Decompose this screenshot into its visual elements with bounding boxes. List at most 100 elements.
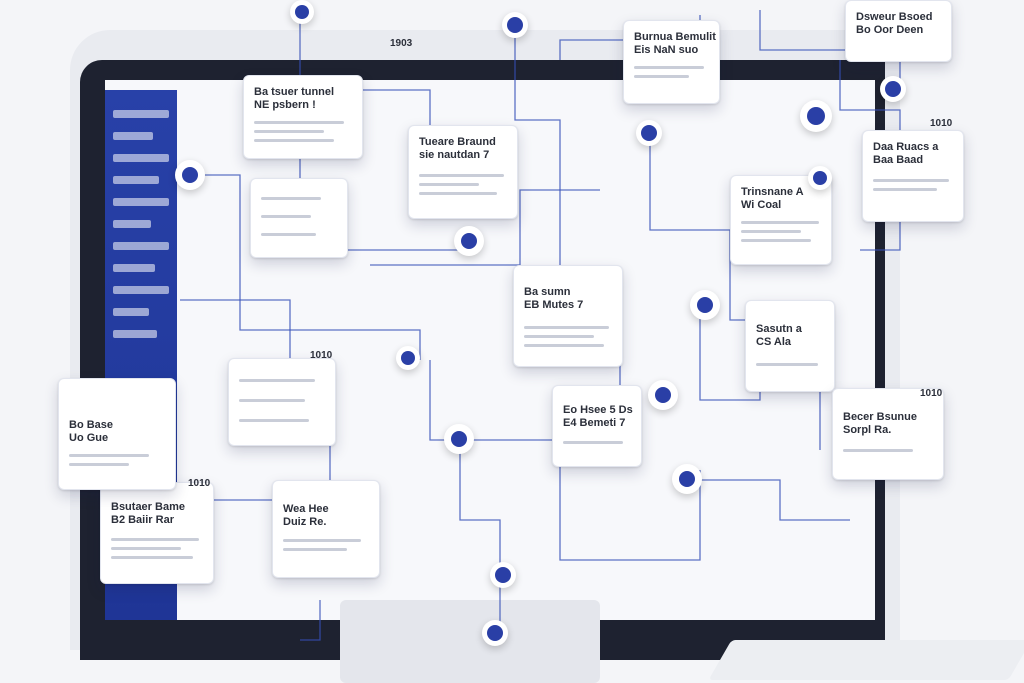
flow-card: Tueare Braund sie nautdan 7 bbox=[408, 125, 518, 219]
link-node-icon bbox=[175, 160, 205, 190]
text-placeholder bbox=[111, 547, 181, 550]
sidebar-item bbox=[113, 110, 169, 118]
connector-line bbox=[300, 600, 321, 641]
link-node-icon bbox=[808, 166, 832, 190]
text-placeholder bbox=[254, 139, 334, 142]
connector-line bbox=[839, 60, 901, 251]
text-placeholder bbox=[261, 197, 321, 200]
number-badge: 1010 bbox=[310, 350, 333, 361]
flow-card: Becer Bsunue Sorpl Ra. bbox=[832, 388, 944, 480]
text-placeholder bbox=[563, 441, 623, 444]
text-placeholder bbox=[873, 179, 949, 182]
link-node-icon bbox=[502, 12, 528, 38]
link-node-icon bbox=[880, 76, 906, 102]
text-placeholder bbox=[756, 363, 818, 366]
link-node-icon bbox=[454, 226, 484, 256]
card-title: Bsutaer Bame B2 Baiir Rar bbox=[111, 501, 185, 526]
text-placeholder bbox=[843, 449, 913, 452]
sidebar-item bbox=[113, 176, 159, 184]
text-placeholder bbox=[261, 233, 316, 236]
flow-card: Ba sumn EB Mutes 7 bbox=[513, 265, 623, 367]
text-placeholder bbox=[741, 221, 819, 224]
card-title: Dsweur Bsoed Bo Oor Deen bbox=[856, 11, 933, 36]
card-title: Eo Hsee 5 Ds E4 Bemeti 7 bbox=[563, 404, 633, 429]
connector-line bbox=[759, 10, 901, 90]
connector-line bbox=[514, 20, 621, 430]
card-title: Sasutn a CS Ala bbox=[756, 323, 802, 348]
flow-card: Burnua Bemulit Eis NaN suo bbox=[623, 20, 720, 104]
connector-line bbox=[370, 189, 600, 266]
flow-card bbox=[228, 358, 336, 446]
text-placeholder bbox=[741, 230, 801, 233]
card-title: Burnua Bemulit Eis NaN suo bbox=[634, 31, 716, 56]
connector-line bbox=[190, 174, 421, 360]
text-placeholder bbox=[254, 130, 324, 133]
text-placeholder bbox=[283, 539, 361, 542]
card-title: Trinsnane A Wi Coal bbox=[741, 186, 804, 211]
card-title: Bo Base Uo Gue bbox=[69, 419, 114, 444]
link-node-icon bbox=[800, 100, 832, 132]
link-node-icon bbox=[672, 464, 702, 494]
flow-card: Dsweur Bsoed Bo Oor Deen bbox=[845, 0, 952, 62]
sidebar-item bbox=[113, 242, 169, 250]
flow-card bbox=[250, 178, 348, 258]
text-placeholder bbox=[524, 326, 609, 329]
text-placeholder bbox=[634, 75, 689, 78]
text-placeholder bbox=[283, 548, 347, 551]
card-title: Tueare Braund sie nautdan 7 bbox=[419, 136, 496, 161]
sidebar-item bbox=[113, 308, 149, 316]
flow-card: Trinsnane A Wi Coal bbox=[730, 175, 832, 265]
number-badge: 1010 bbox=[188, 478, 211, 489]
flow-card: Bo Base Uo Gue bbox=[58, 378, 176, 490]
sidebar-item bbox=[113, 286, 169, 294]
flow-card: Bsutaer Bame B2 Baiir Rar bbox=[100, 482, 214, 584]
text-placeholder bbox=[634, 66, 704, 69]
sidebar-item bbox=[113, 220, 151, 228]
link-node-icon bbox=[636, 120, 662, 146]
card-title: Wea Hee Duiz Re. bbox=[283, 503, 329, 528]
text-placeholder bbox=[111, 556, 193, 559]
card-title: Becer Bsunue Sorpl Ra. bbox=[843, 411, 917, 436]
connector-line bbox=[459, 440, 501, 640]
text-placeholder bbox=[239, 419, 309, 422]
card-title: Ba tsuer tunnel NE psbern ! bbox=[254, 86, 335, 111]
text-placeholder bbox=[254, 121, 344, 124]
text-placeholder bbox=[419, 192, 497, 195]
link-node-icon bbox=[396, 346, 420, 370]
link-node-icon bbox=[290, 0, 314, 24]
text-placeholder bbox=[524, 335, 594, 338]
number-badge: 1010 bbox=[930, 118, 953, 129]
sidebar-item bbox=[113, 198, 169, 206]
connector-line bbox=[429, 360, 701, 561]
link-node-icon bbox=[444, 424, 474, 454]
sidebar-item bbox=[113, 154, 169, 162]
card-title: Daa Ruacs a Baa Baad bbox=[873, 141, 939, 166]
flow-card: Daa Ruacs a Baa Baad bbox=[862, 130, 964, 222]
flow-card: Sasutn a CS Ala bbox=[745, 300, 835, 392]
text-placeholder bbox=[111, 538, 199, 541]
text-placeholder bbox=[239, 399, 305, 402]
text-placeholder bbox=[419, 183, 479, 186]
link-node-icon bbox=[648, 380, 678, 410]
text-placeholder bbox=[419, 174, 504, 177]
sidebar-item bbox=[113, 264, 155, 272]
connector-line bbox=[680, 479, 850, 521]
text-placeholder bbox=[741, 239, 811, 242]
text-placeholder bbox=[69, 454, 149, 457]
flow-card: Ba tsuer tunnel NE psbern ! bbox=[243, 75, 363, 159]
link-node-icon bbox=[690, 290, 720, 320]
sidebar-item bbox=[113, 330, 157, 338]
sidebar-item bbox=[113, 132, 153, 140]
text-placeholder bbox=[239, 379, 315, 382]
link-node-icon bbox=[490, 562, 516, 588]
flow-card: Wea Hee Duiz Re. bbox=[272, 480, 380, 578]
text-placeholder bbox=[261, 215, 311, 218]
card-title: Ba sumn EB Mutes 7 bbox=[524, 286, 584, 311]
flow-card: Eo Hsee 5 Ds E4 Bemeti 7 bbox=[552, 385, 642, 467]
number-badge: 1903 bbox=[390, 38, 413, 49]
text-placeholder bbox=[69, 463, 129, 466]
text-placeholder bbox=[524, 344, 604, 347]
text-placeholder bbox=[873, 188, 937, 191]
link-node-icon bbox=[482, 620, 508, 646]
